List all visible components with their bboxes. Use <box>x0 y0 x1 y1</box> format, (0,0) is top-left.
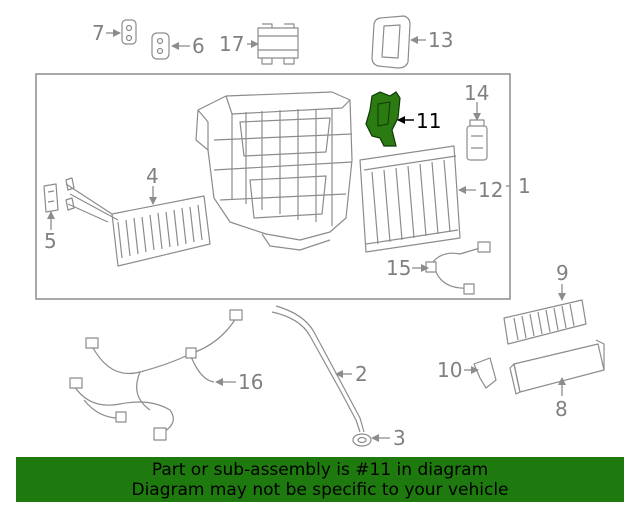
callout-1: 1 <box>518 174 531 198</box>
part-2-drain-hose[interactable] <box>271 305 365 433</box>
part-15-wire-harness[interactable] <box>425 241 491 295</box>
callout-4: 4 <box>146 164 159 188</box>
hvac-unit-housing[interactable] <box>195 91 353 251</box>
banner-line-2: Diagram may not be specific to your vehi… <box>131 480 509 500</box>
callout-8: 8 <box>555 397 568 421</box>
part-4-heater-core[interactable] <box>65 177 211 267</box>
callout-5: 5 <box>44 229 57 253</box>
part-9-filter[interactable] <box>503 299 587 345</box>
part-16-wire-harness[interactable] <box>69 309 243 441</box>
part-8-filter-case[interactable] <box>509 339 605 395</box>
callout-13: 13 <box>428 28 453 52</box>
part-7-bracket[interactable] <box>121 19 137 45</box>
callout-16: 16 <box>238 370 263 394</box>
callout-17: 17 <box>219 32 244 56</box>
callout-11: 11 <box>416 109 441 133</box>
part-10-bracket[interactable] <box>473 357 497 389</box>
part-14-sensor[interactable] <box>466 119 488 161</box>
part-5-clip[interactable] <box>43 183 59 213</box>
part-11-highlighted[interactable] <box>365 91 401 147</box>
info-banner: Part or sub-assembly is #11 in diagram D… <box>16 457 624 502</box>
callout-3: 3 <box>393 426 406 450</box>
callout-2: 2 <box>355 362 368 386</box>
banner-line-1: Part or sub-assembly is #11 in diagram <box>151 460 489 480</box>
part-17-control-module[interactable] <box>257 23 299 65</box>
callout-6: 6 <box>192 34 205 58</box>
callout-12: 12 <box>478 178 503 202</box>
callout-14: 14 <box>464 81 489 105</box>
callout-9: 9 <box>556 261 569 285</box>
part-13-cover[interactable] <box>371 15 411 69</box>
callout-7: 7 <box>92 21 105 45</box>
part-3-grommet[interactable] <box>352 433 372 447</box>
part-12-evaporator[interactable] <box>359 145 461 253</box>
part-6-bracket[interactable] <box>151 32 170 60</box>
callout-10: 10 <box>437 358 462 382</box>
callout-15: 15 <box>386 256 411 280</box>
